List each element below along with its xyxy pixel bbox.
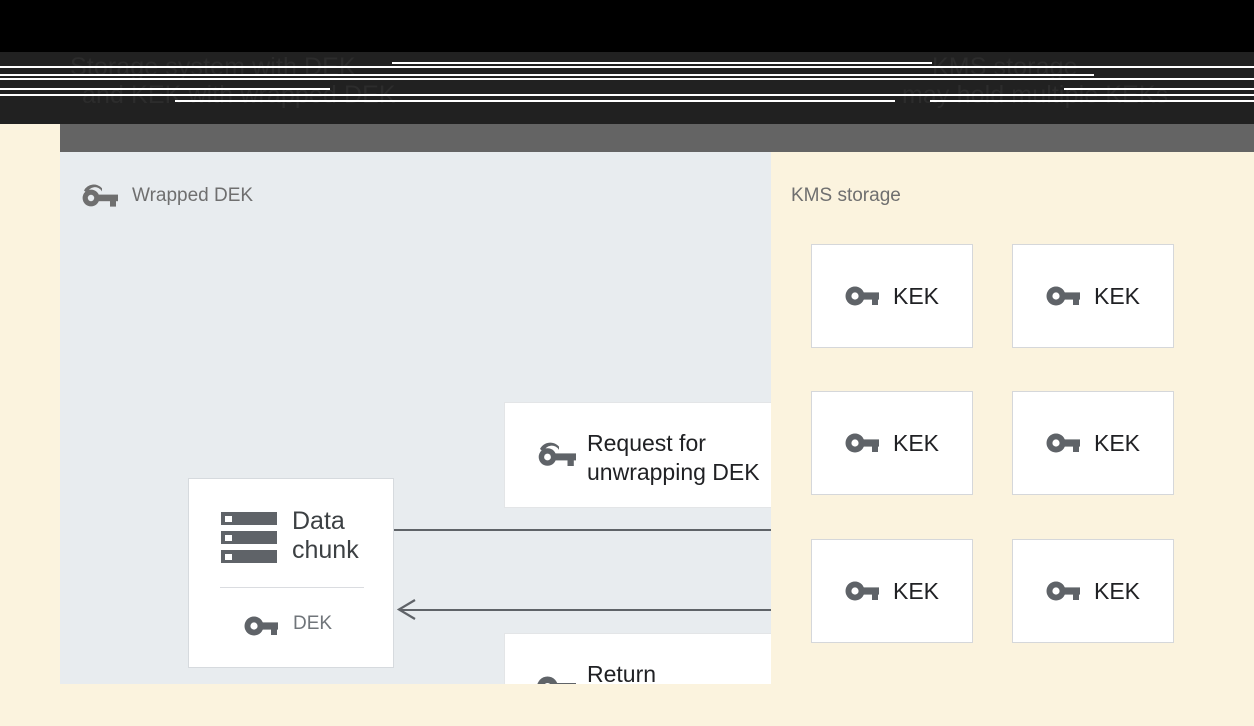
scanline-artifact <box>0 66 1254 68</box>
kek-card[interactable]: KEK <box>1012 244 1174 348</box>
key-icon <box>845 433 879 453</box>
kek-card[interactable]: KEK <box>811 244 973 348</box>
scanline-artifact <box>392 62 932 64</box>
request-unwrap-dek-text: Request for unwrapping DEK <box>587 430 760 485</box>
key-icon <box>244 616 278 636</box>
kek-card[interactable]: KEK <box>1012 539 1174 643</box>
header-gray-band <box>0 124 1254 152</box>
scanline-artifact <box>175 100 895 102</box>
key-icon <box>1046 581 1080 601</box>
key-icon <box>1046 433 1080 453</box>
kek-card-label: KEK <box>1093 282 1141 309</box>
key-icon <box>1046 286 1080 306</box>
wrapped-dek-panel: Wrapped DEK Data chunk <box>60 152 771 684</box>
data-chunk-divider <box>220 587 364 588</box>
scanline-artifact <box>0 88 330 90</box>
key-icon <box>537 676 576 684</box>
scanline-artifact <box>930 100 1254 102</box>
request-unwrap-dek-card[interactable]: Request for unwrapping DEK <box>504 402 771 508</box>
kek-card-label: KEK <box>1093 577 1141 604</box>
kms-storage-title: KMS storage <box>791 185 901 206</box>
wrapped-dek-title: Wrapped DEK <box>132 185 254 206</box>
header-corner-notch <box>0 112 60 124</box>
return-unwrapped-dek-card[interactable]: Return unwrapped DEK <box>504 633 771 684</box>
scanline-artifact <box>1064 88 1254 90</box>
request-arrow-line <box>394 529 771 531</box>
key-icon <box>845 581 879 601</box>
kek-card-label: KEK <box>892 577 940 604</box>
kek-card-label: KEK <box>892 429 940 456</box>
storage-chunk-icon <box>221 512 277 563</box>
kek-card-label: KEK <box>1093 429 1141 456</box>
dek-label: DEK <box>293 613 333 634</box>
wrapped-key-icon <box>538 442 576 466</box>
data-chunk-card[interactable]: Data chunk DEK <box>188 478 394 668</box>
return-unwrapped-dek-text: Return unwrapped DEK <box>587 661 657 684</box>
kms-storage-panel: KMS storage KEK K <box>771 152 1254 726</box>
header-black-band <box>0 0 1254 52</box>
scanline-artifact <box>0 94 1254 96</box>
return-arrow-line <box>400 609 771 611</box>
data-chunk-label: Data chunk <box>292 507 359 564</box>
kek-card-label: KEK <box>892 282 940 309</box>
wrapped-key-icon <box>82 184 118 207</box>
kek-card[interactable]: KEK <box>811 539 973 643</box>
return-arrow-head-icon <box>396 599 416 620</box>
key-icon <box>845 286 879 306</box>
scanline-artifact <box>0 74 1094 76</box>
scanline-artifact <box>0 78 1254 80</box>
kek-card[interactable]: KEK <box>811 391 973 495</box>
header-gray-band-notch <box>0 124 60 152</box>
kek-card[interactable]: KEK <box>1012 391 1174 495</box>
